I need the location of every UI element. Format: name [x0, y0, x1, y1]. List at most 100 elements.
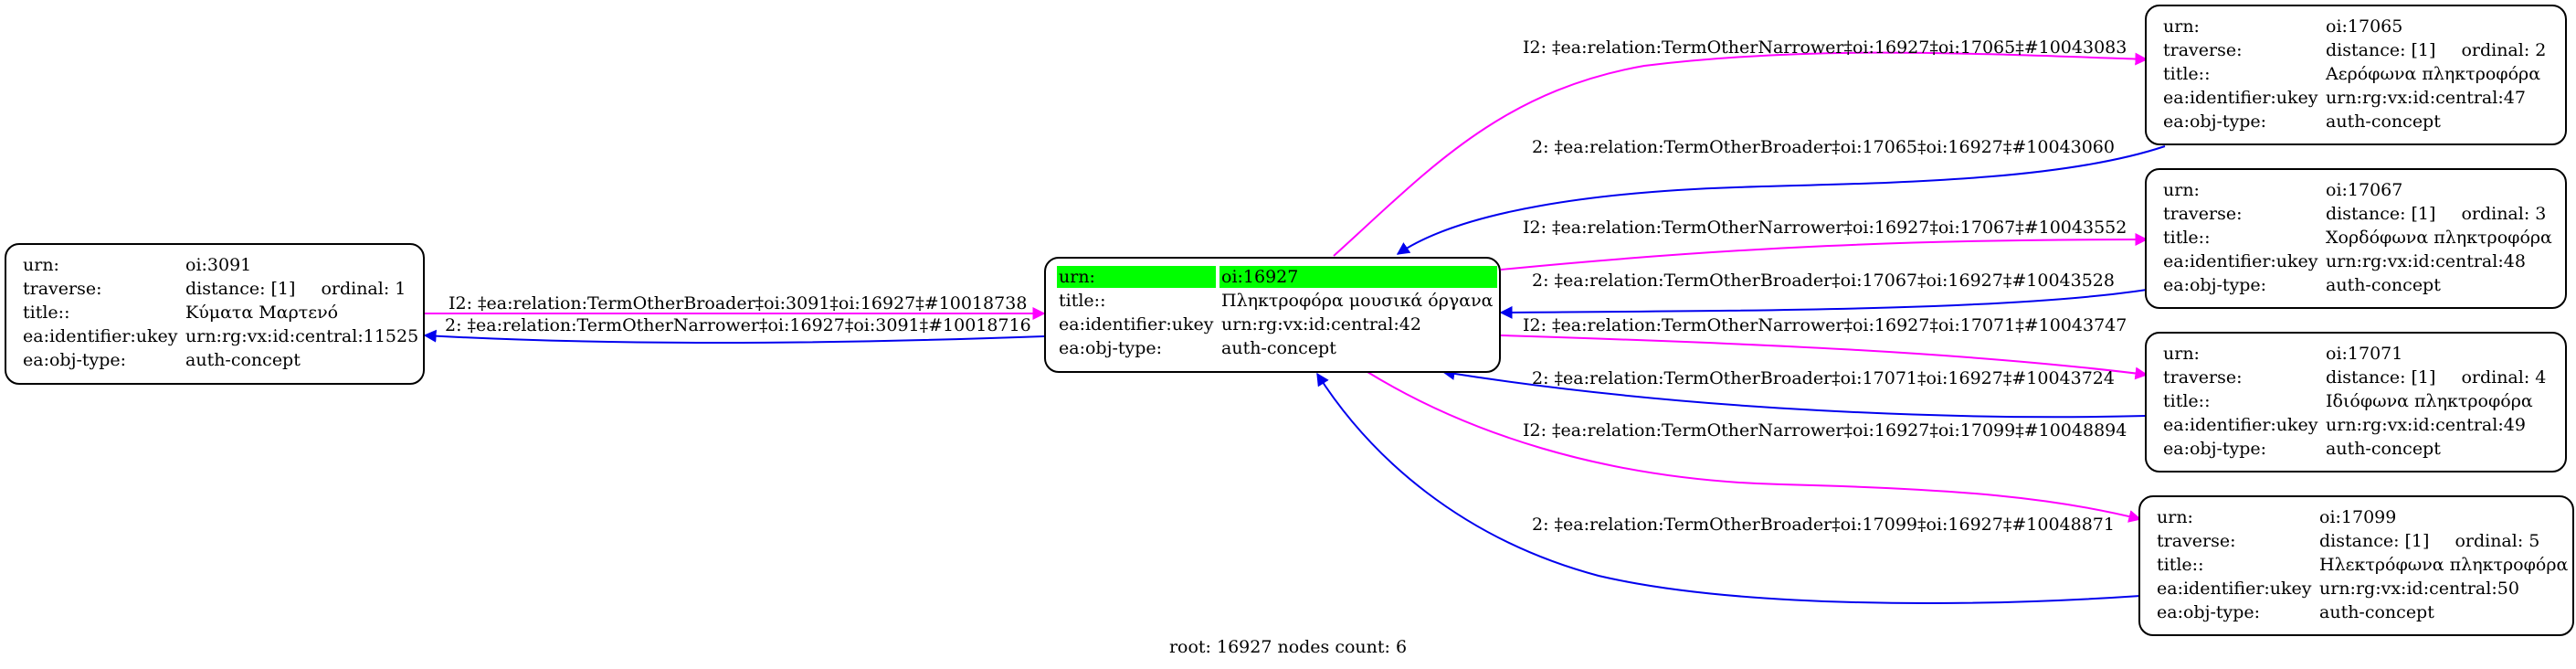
row-value: distance: [1] ordinal: 1 — [184, 278, 420, 300]
graph-footer-summary: root: 16927 nodes count: 6 — [1168, 637, 1408, 657]
row-key: title:: — [2163, 228, 2211, 248]
node-row-urn: urn: oi:17071 — [2161, 343, 2548, 365]
row-value: oi:17099 — [2319, 507, 2397, 527]
row-value: oi:3091 — [185, 255, 252, 275]
row-value: auth-concept — [1221, 338, 1336, 358]
node-row-traverse: traverse: distance: [1] ordinal: 5 — [2155, 530, 2570, 552]
row-key: urn: — [23, 255, 59, 275]
row-value: Πληκτροφόρα μουσικά όργανα — [1221, 291, 1494, 311]
node-row-traverse: traverse: distance: [1] ordinal: 1 — [21, 278, 420, 300]
node-row-traverse: traverse:distance: [1]ordinal: 2 — [2161, 39, 2548, 61]
row-key: ea:obj-type: — [23, 350, 127, 370]
row-value: oi:16927 — [1219, 266, 1497, 288]
row-value: distance: [1] ordinal: 5 — [2317, 530, 2570, 552]
edge-label-0: I2: ‡ea:relation:TermOtherBroader‡oi:309… — [449, 293, 1028, 313]
row-key: urn: — [2163, 180, 2200, 200]
row-value: distance: [1]ordinal: 3 — [2324, 203, 2554, 225]
row-key: urn: — [2163, 344, 2200, 364]
edge-label-5: 2: ‡ea:relation:TermOtherBroader‡oi:1706… — [1532, 271, 2115, 291]
edge-label-6: I2: ‡ea:relation:TermOtherNarrower‡oi:16… — [1523, 315, 2127, 335]
row-value: distance: [1]ordinal: 4 — [2324, 366, 2548, 388]
node-table: urn:oi:16927 title::Πληκτροφόρα μουσικά … — [1053, 264, 1501, 361]
node-oi-17071[interactable]: urn: oi:17071 traverse: distance: [1]ordin… — [2145, 332, 2567, 473]
row-value: Ιδιόφωνα πληκτροφόρα — [2326, 391, 2533, 411]
row-key: title:: — [23, 303, 70, 323]
row-key: urn: — [2163, 16, 2200, 37]
edge-3 — [1396, 145, 2166, 255]
node-table: urn: oi:17071 traverse: distance: [1]ordin… — [2158, 341, 2551, 462]
traverse-ordinal: ordinal: 1 — [321, 279, 406, 299]
edge-5 — [1499, 289, 2148, 319]
row-value: oi:17071 — [2326, 344, 2403, 364]
row-value: auth-concept — [2326, 439, 2441, 459]
node-row-urn: urn:oi:17067 — [2161, 179, 2554, 201]
node-row-title: title::Κύματα Μαρτενό — [21, 302, 420, 324]
row-key: urn: — [2157, 507, 2193, 527]
row-key: ea:obj-type: — [1059, 338, 1163, 358]
row-value: urn:rg:vx:id:central:50 — [2319, 579, 2519, 599]
traverse-distance: distance: [1] — [2319, 531, 2430, 551]
row-key: ea:identifier:ukey — [1059, 314, 1214, 334]
node-row-objtype: ea:obj-type: auth-concept — [21, 349, 420, 371]
row-value: auth-concept — [2319, 602, 2434, 622]
node-row-urn: urn: oi:3091 — [21, 254, 420, 276]
node-oi-17067[interactable]: urn:oi:17067 traverse: distance: [1]ordin… — [2145, 168, 2567, 309]
node-row-ukey: ea:identifier:ukey urn:rg:vx:id:central:5… — [2155, 578, 2570, 600]
node-oi-17099[interactable]: urn: oi:17099 traverse: distance: [1] ordin… — [2138, 495, 2574, 636]
node-root-oi-16927[interactable]: urn:oi:16927 title::Πληκτροφόρα μουσικά … — [1044, 257, 1501, 373]
row-value: urn:rg:vx:id:central:49 — [2326, 415, 2526, 435]
node-row-urn: urn: oi:17065 — [2161, 16, 2548, 37]
row-key: traverse: — [2163, 367, 2243, 388]
edge-1 — [423, 329, 1045, 345]
row-value: urn:rg:vx:id:central:42 — [1221, 314, 1421, 334]
row-key: ea:identifier:ukey — [23, 326, 178, 346]
row-key: ea:identifier:ukey — [2163, 251, 2318, 271]
node-table: urn: oi:3091 traverse: distance: [1] ordina… — [17, 252, 424, 373]
traverse-ordinal: ordinal: 3 — [2461, 204, 2547, 224]
row-key: traverse: — [2163, 204, 2243, 224]
traverse-distance: distance: [1] — [2326, 40, 2436, 60]
traverse-ordinal: ordinal: 5 — [2455, 531, 2540, 551]
edge-label-8: I2: ‡ea:relation:TermOtherNarrower‡oi:16… — [1523, 420, 2127, 441]
node-table: urn:oi:17067 traverse: distance: [1]ordin… — [2158, 177, 2558, 298]
row-value: auth-concept — [185, 350, 301, 370]
row-value: Κύματα Μαρτενό — [185, 303, 339, 323]
row-key: traverse: — [2157, 531, 2236, 551]
edge-4 — [1500, 233, 2148, 271]
node-oi-17065[interactable]: urn: oi:17065 traverse:distance: [1]ordin… — [2145, 5, 2567, 145]
node-row-traverse: traverse: distance: [1]ordinal: 4 — [2161, 366, 2548, 388]
edge-label-2: I2: ‡ea:relation:TermOtherNarrower‡oi:16… — [1523, 37, 2127, 58]
edge-9 — [1316, 372, 2141, 604]
traverse-distance: distance: [1] — [185, 279, 296, 299]
edge-label-3: 2: ‡ea:relation:TermOtherBroader‡oi:1706… — [1532, 137, 2115, 157]
node-row-title: title::Αερόφωνα πληκτροφόρα — [2161, 63, 2548, 85]
row-key: title:: — [2163, 64, 2211, 84]
node-row-objtype: ea:obj-type:auth-concept — [2155, 601, 2570, 623]
node-row-title: title::Ιδιόφωνα πληκτροφόρα — [2161, 390, 2548, 412]
node-row-traverse: traverse: distance: [1]ordinal: 3 — [2161, 203, 2554, 225]
row-key: ea:obj-type: — [2163, 275, 2267, 295]
node-row-urn: urn:oi:16927 — [1057, 266, 1497, 288]
edge-8 — [1367, 371, 2142, 523]
row-value: auth-concept — [2326, 275, 2441, 295]
node-row-objtype: ea:obj-type: auth-concept — [2161, 274, 2554, 296]
node-oi-3091[interactable]: urn: oi:3091 traverse: distance: [1] ordina… — [5, 243, 425, 385]
row-value: auth-concept — [2326, 112, 2441, 132]
row-value: Χορδόφωνα πληκτροφόρα — [2326, 228, 2552, 248]
row-key: ea:identifier:ukey — [2157, 579, 2312, 599]
row-value: Ηλεκτρόφωνα πληκτροφόρα — [2319, 555, 2569, 575]
row-key: ea:obj-type: — [2163, 112, 2267, 132]
edge-7 — [1441, 367, 2148, 419]
row-key: urn: — [1057, 266, 1216, 288]
row-key: traverse: — [23, 279, 102, 299]
row-value: oi:17065 — [2326, 16, 2403, 37]
edge-2 — [1333, 51, 2148, 257]
node-row-objtype: ea:obj-type: auth-concept — [1057, 337, 1497, 359]
edge-6 — [1500, 334, 2148, 380]
row-value: Αερόφωνα πληκτροφόρα — [2326, 64, 2541, 84]
